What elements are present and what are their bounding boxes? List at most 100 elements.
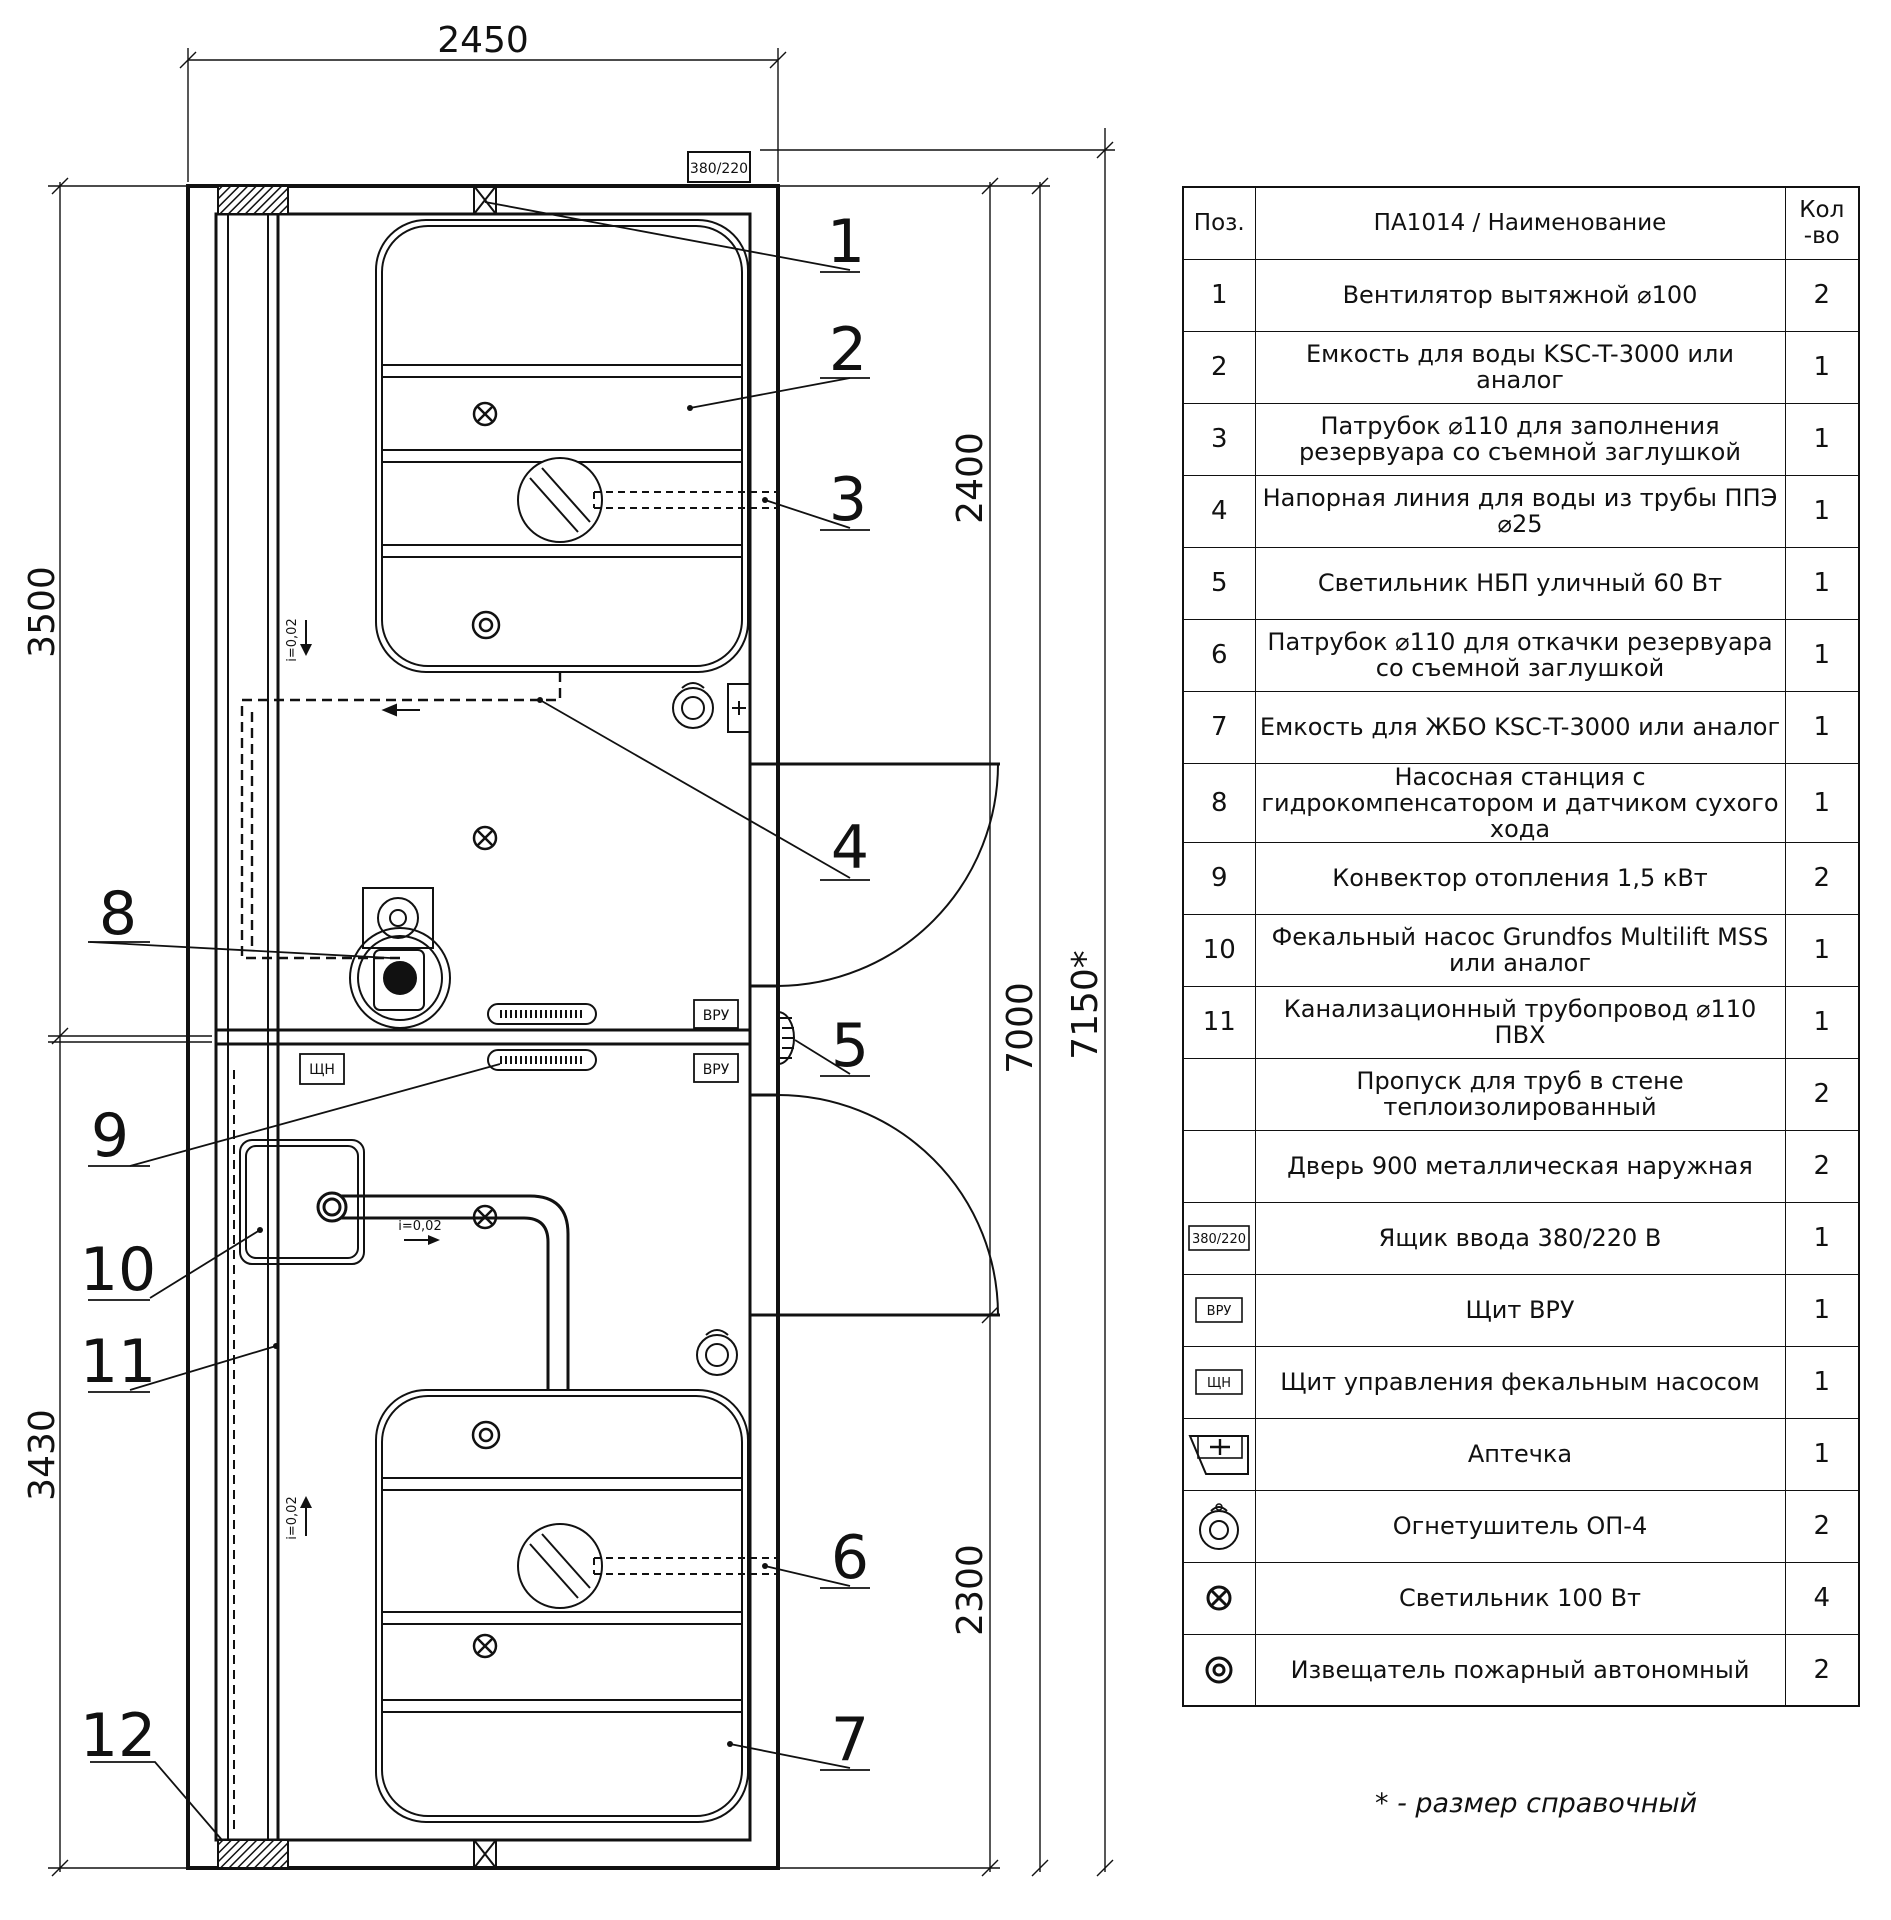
legend-pos: 7 — [1182, 690, 1256, 764]
lamp-icon — [472, 401, 498, 427]
legend-name: Патрубок ⌀110 для откачки резервуара со … — [1254, 618, 1786, 692]
dim-left-lower: 3430 — [22, 1409, 63, 1501]
convector-upper — [487, 1003, 597, 1025]
callout-dots — [257, 405, 768, 1747]
callout-6: 6 — [831, 1523, 869, 1593]
svg-text:i=0,02: i=0,02 — [285, 1496, 300, 1539]
callout-12: 12 — [80, 1701, 156, 1771]
legend-qty: 1 — [1784, 690, 1860, 764]
legend-pos: 1 — [1182, 258, 1256, 332]
legend-name: Конвектор отопления 1,5 кВт — [1254, 841, 1786, 915]
smoke-detector-icon — [471, 1420, 501, 1450]
outdoor-lamp-icon — [777, 1011, 795, 1065]
legend-name: Вентилятор вытяжной ⌀100 — [1254, 258, 1786, 332]
legend-pos: 5 — [1182, 546, 1256, 620]
dim-right-upper: 2400 — [950, 432, 991, 524]
extinguisher-icon — [1182, 1489, 1256, 1563]
callout-labels: 1 2 3 4 5 6 7 8 9 10 11 12 — [80, 207, 870, 1775]
box-shn-icon: ЩН — [1182, 1345, 1256, 1419]
legend-name: Пропуск для труб в стене теплоизолирован… — [1254, 1057, 1786, 1131]
legend-name: Светильник 100 Вт — [1254, 1561, 1786, 1635]
legend-name: Щит управления фекальным насосом — [1254, 1345, 1786, 1419]
svg-text:ЩН: ЩН — [309, 1062, 335, 1078]
legend-name: Фекальный насос Grundfos Multilift MSS и… — [1254, 913, 1786, 987]
legend-qty: 1 — [1784, 474, 1860, 548]
fecal-pump — [239, 1139, 365, 1265]
slope-mark-upper: i=0,02 — [285, 618, 312, 662]
legend-qty: 2 — [1784, 1489, 1860, 1563]
vru-upper-icon — [693, 999, 739, 1029]
legend-qty: 2 — [1784, 1129, 1860, 1203]
legend-qty: 1 — [1784, 913, 1860, 987]
svg-text:i=0,02: i=0,02 — [285, 618, 300, 661]
legend-name: Ящик ввода 380/220 В — [1254, 1201, 1786, 1275]
legend-pos — [1182, 1057, 1256, 1131]
callout-10: 10 — [80, 1235, 156, 1305]
header-name: ПА1014 / Наименование — [1254, 186, 1786, 260]
pump-out-pipe — [593, 1557, 778, 1575]
legend-qty: 1 — [1784, 1201, 1860, 1275]
callout-2: 2 — [829, 315, 867, 385]
callout-11: 11 — [80, 1327, 156, 1397]
water-tank — [375, 219, 749, 673]
lamp-icon — [472, 825, 498, 851]
legend-name: Щит ВРУ — [1254, 1273, 1786, 1347]
waste-tank — [375, 1389, 749, 1823]
svg-text:i=0,02: i=0,02 — [398, 1219, 441, 1234]
legend-name: Дверь 900 металлическая наружная — [1254, 1129, 1786, 1203]
lamp-icon — [1182, 1561, 1256, 1635]
dim-right-overall: 7150* — [1065, 950, 1106, 1060]
legend-name: Аптечка — [1254, 1417, 1786, 1491]
legend-pos: 11 — [1182, 985, 1256, 1059]
extinguisher-lower-icon — [696, 1329, 738, 1376]
box-vru-icon: ВРУ — [1182, 1273, 1256, 1347]
callout-8: 8 — [99, 879, 137, 949]
legend-qty: 1 — [1784, 546, 1860, 620]
footnote: * - размер справочный — [1375, 1788, 1698, 1819]
convector-lower — [487, 1049, 597, 1071]
legend-qty: 1 — [1784, 330, 1860, 404]
entry-box-label: 380/220 — [690, 161, 748, 177]
pressure-water-line — [240, 672, 562, 960]
pump-station — [349, 887, 451, 1029]
legend-row: Пропуск для труб в стене теплоизолирован… — [1182, 1057, 1860, 1131]
waste-tank-hatch-icon — [517, 1523, 603, 1609]
legend-qty: 1 — [1784, 985, 1860, 1059]
legend-pos: 4 — [1182, 474, 1256, 548]
vru-lower-icon — [693, 1053, 739, 1083]
callout-5: 5 — [831, 1011, 869, 1081]
callout-4: 4 — [831, 813, 869, 883]
legend-qty: 1 — [1784, 618, 1860, 692]
smoke-detector-icon — [1182, 1633, 1256, 1707]
legend-qty: 1 — [1784, 1345, 1860, 1419]
building-walls — [186, 184, 780, 1870]
legend-qty: 2 — [1784, 841, 1860, 915]
svg-text:ВРУ: ВРУ — [1207, 1304, 1232, 1319]
legend-pos — [1182, 1129, 1256, 1203]
legend-name: Напорная линия для воды из трубы ППЭ ⌀25 — [1254, 474, 1786, 548]
slope-mark-mid: i=0,02 — [398, 1219, 442, 1245]
svg-text:ВРУ: ВРУ — [703, 1008, 730, 1024]
dim-top-width: 2450 — [437, 20, 529, 61]
legend-pos: 9 — [1182, 841, 1256, 915]
legend-pos: 8 — [1182, 762, 1256, 843]
dimension-texts: 2450 3500 3430 2400 2300 7000 7150* — [22, 20, 1106, 1636]
door-lower — [777, 1094, 1000, 1317]
ventilator-top-icon — [473, 185, 497, 215]
header-qty: Кол -во — [1784, 186, 1860, 260]
insulation-bottom — [217, 1839, 289, 1869]
legend-pos: 3 — [1182, 402, 1256, 476]
